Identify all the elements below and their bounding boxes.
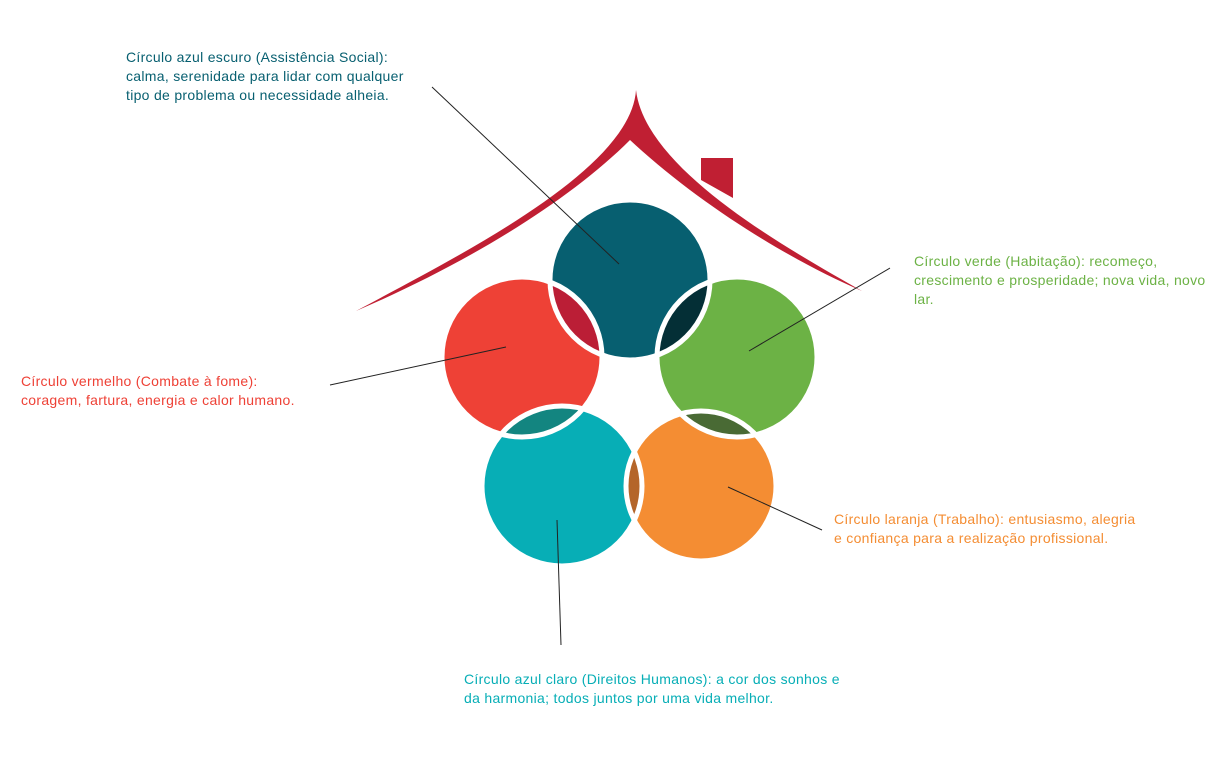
connector-light-blue (556, 519, 562, 646)
caption-orange: Círculo laranja (Trabalho): entusiasmo, … (834, 511, 1136, 546)
connector-orange (727, 486, 823, 531)
ring-light-blue (479, 403, 645, 569)
overlap-red-dark-blue (550, 277, 602, 360)
overlaps (482, 277, 776, 561)
circle-orange (626, 411, 776, 561)
ring-red (439, 274, 605, 440)
chimney (701, 158, 733, 198)
connector-dark-blue (431, 86, 620, 265)
connector-green (748, 267, 891, 352)
roof (356, 90, 862, 311)
caption-light-blue: Círculo azul claro (Direitos Humanos): a… (464, 671, 840, 706)
circle-rings (439, 197, 820, 569)
caption-dark-blue: Círculo azul escuro (Assistência Social)… (126, 49, 404, 103)
circle-light-blue (482, 406, 642, 566)
ring-orange (623, 408, 779, 564)
overlap-dark-blue-green (657, 277, 710, 360)
connectors (329, 86, 891, 646)
caption-green: Círculo verde (Habitação): recomeço, cre… (914, 253, 1206, 307)
caption-red: Círculo vermelho (Combate à fome): corag… (21, 373, 295, 408)
connector-red (329, 346, 507, 386)
ring-green (654, 274, 820, 440)
